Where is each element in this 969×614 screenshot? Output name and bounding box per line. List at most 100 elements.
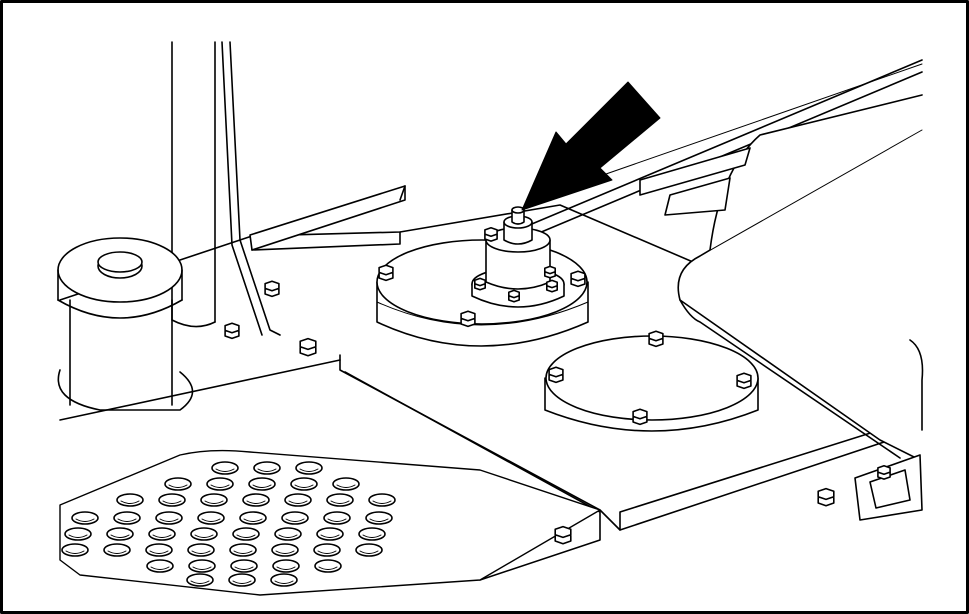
grate-hole [228, 573, 256, 587]
grate-hole [229, 543, 257, 557]
grate-hole [239, 511, 267, 525]
grate-hole-rim [232, 580, 252, 584]
grate-hole-rim [336, 484, 356, 488]
hex-bolt-head [817, 487, 835, 501]
hex-bolt [484, 227, 498, 242]
grate-hole [313, 543, 341, 557]
grate-hole-rim [107, 550, 127, 554]
grate-hole [242, 493, 270, 507]
grate-hole [64, 527, 92, 541]
callout-arrow [521, 81, 661, 211]
grate-hole-rim [159, 518, 179, 522]
hex-bolt-head [378, 264, 394, 276]
grate-hole [188, 559, 216, 573]
grate-hole [253, 461, 281, 475]
hex-bolt [460, 310, 476, 328]
curved-housing [639, 94, 924, 461]
hex-bolt-head [877, 464, 891, 476]
hex-bolt-head [460, 310, 476, 322]
grate-hole [200, 493, 228, 507]
grate-hole-rim [152, 534, 172, 538]
grate-hole [158, 493, 186, 507]
grate-hole-rim [288, 500, 308, 504]
grate-hole-rim [120, 500, 140, 504]
grate-hole-rim [327, 518, 347, 522]
grate-hole [271, 543, 299, 557]
grate-hole [71, 511, 99, 525]
hex-bolt-head [507, 289, 521, 299]
grate-hole [164, 477, 192, 491]
grate-hole-rim [168, 484, 188, 488]
grate-hole-rim [294, 484, 314, 488]
grate-hole-rim [252, 484, 272, 488]
grate-hole-rim [243, 518, 263, 522]
grate-hole-rim [204, 500, 224, 504]
hex-bolt-head [554, 525, 572, 539]
hex-bolt [648, 330, 664, 348]
grate-hole [368, 493, 396, 507]
grate-hole [272, 559, 300, 573]
grate-hole-rim [191, 550, 211, 554]
hex-bolt [817, 487, 835, 507]
grate-hole [323, 511, 351, 525]
grate-hole [230, 559, 258, 573]
grate-hole-rim [299, 468, 319, 472]
grate-hole [106, 527, 134, 541]
perforated-grate [59, 449, 601, 596]
hex-bolt [632, 408, 648, 426]
grate-hole-rim [275, 550, 295, 554]
grate-hole-rim [110, 534, 130, 538]
hex-bolt-head [543, 265, 557, 275]
grate-hole [332, 477, 360, 491]
grate-hole-rim [330, 500, 350, 504]
hex-bolt-head [299, 337, 317, 351]
hex-bolt-head [224, 322, 240, 334]
grate-hole-rim [257, 468, 277, 472]
grate-hole-rim [276, 566, 296, 570]
hex-bolt-head [570, 270, 586, 282]
valve-body [471, 206, 565, 308]
hex-bolt [507, 289, 521, 303]
grate-hole-rim [149, 550, 169, 554]
grate-hole [148, 527, 176, 541]
hex-bolt-head [545, 279, 559, 289]
vertical-post [171, 41, 281, 336]
guide-bar [249, 185, 406, 251]
grate-hole [248, 477, 276, 491]
grate-hole-rim [369, 518, 389, 522]
grate-hole [146, 559, 174, 573]
hex-bolt [545, 279, 559, 293]
grate-hole [316, 527, 344, 541]
grate-hole-rim [201, 518, 221, 522]
grate-hole [290, 477, 318, 491]
cylinder-cap [57, 237, 194, 411]
grate-hole-rim [236, 534, 256, 538]
grate-hole-rim [210, 484, 230, 488]
hex-bolt-head [548, 366, 564, 378]
grate-hole [270, 573, 298, 587]
grate-hole-rim [234, 566, 254, 570]
grate-hole [281, 511, 309, 525]
hex-bolt [548, 366, 564, 384]
grate-hole [355, 543, 383, 557]
hex-bolt-head [473, 277, 487, 287]
right-bracket [854, 454, 923, 521]
grate-hole [358, 527, 386, 541]
grate-hole [284, 493, 312, 507]
grate-hole-rim [192, 566, 212, 570]
grate-hole [274, 527, 302, 541]
arrow-icon [521, 81, 661, 211]
bolt-group [224, 227, 891, 545]
grate-hole [197, 511, 225, 525]
hex-bolt [473, 277, 487, 291]
grate-hole [211, 461, 239, 475]
grate-hole-rim [317, 550, 337, 554]
grate-hole [187, 543, 215, 557]
grate-hole [206, 477, 234, 491]
grate-hole-rim [190, 580, 210, 584]
grate-hole [61, 543, 89, 557]
grate-hole-rim [162, 500, 182, 504]
grate-hole [186, 573, 214, 587]
grate-hole [103, 543, 131, 557]
